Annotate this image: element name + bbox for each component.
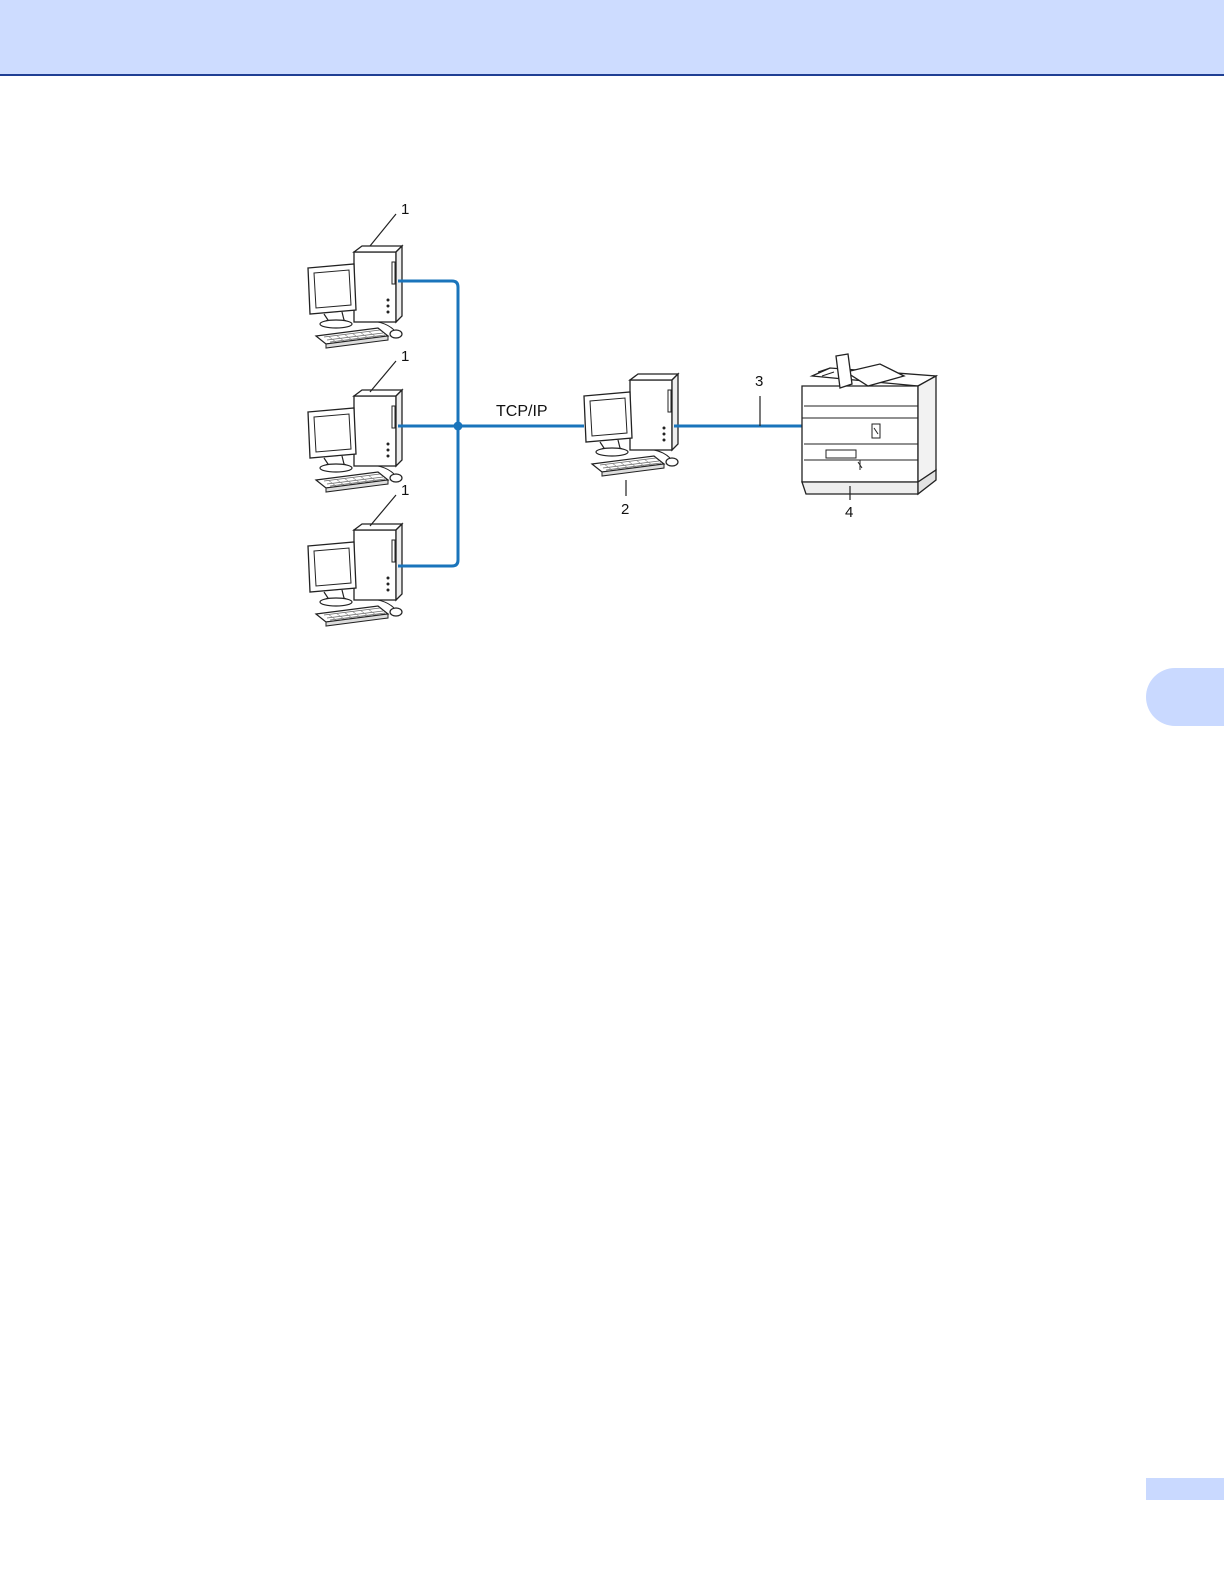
network-protocol-label: TCP/IP [496, 403, 548, 420]
callout-client-pc-2: 1 [401, 348, 409, 365]
client-pc-3-icon [308, 524, 402, 626]
printer-icon [802, 354, 936, 494]
callout-client-pc-1: 1 [401, 201, 409, 218]
client-pc-1-icon [308, 246, 402, 348]
callout-client-pc-3: 1 [401, 482, 409, 499]
callout-connection: 3 [755, 373, 763, 390]
callout-printer: 4 [845, 504, 853, 521]
callout-server-pc: 2 [621, 501, 629, 518]
callout-leaders [370, 214, 850, 526]
server-pc-icon [584, 374, 678, 476]
client-pc-2-icon [308, 390, 402, 492]
network-junction-dot [454, 422, 463, 431]
